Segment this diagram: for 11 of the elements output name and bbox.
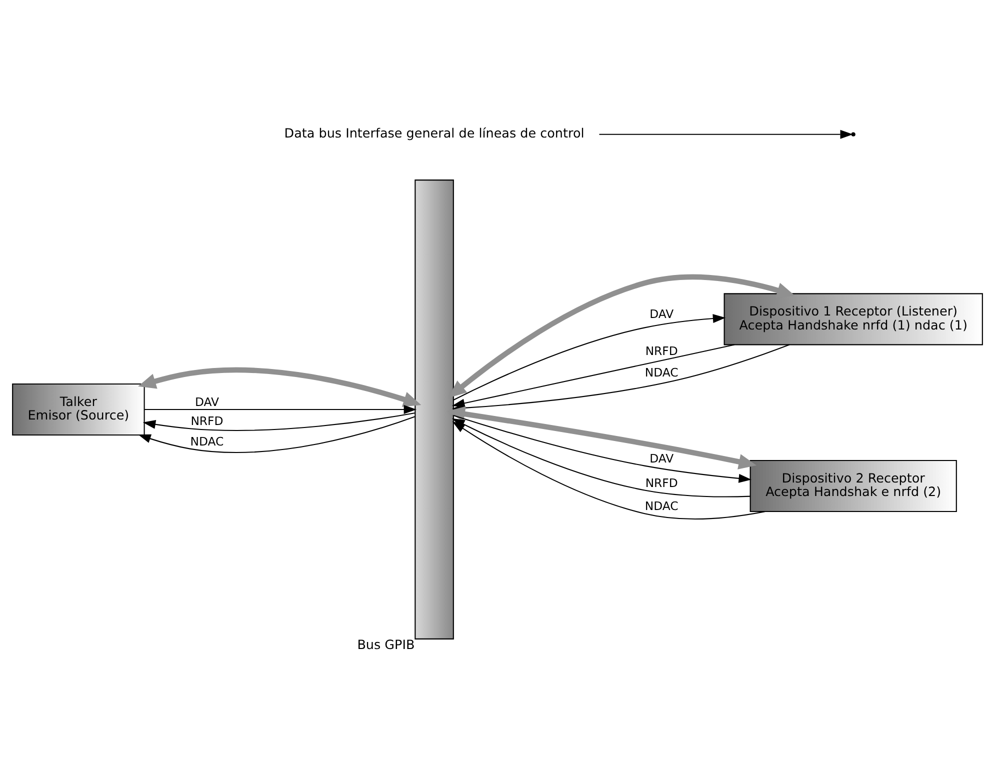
node-label: Bus GPIB	[357, 638, 415, 654]
edge-label: NDAC	[644, 499, 678, 514]
edge-label: DAV	[194, 395, 219, 410]
edge-label: NDAC	[190, 434, 224, 448]
edge-label: NRFD	[190, 414, 224, 428]
node-text: Data bus Interfase general de líneas de control	[284, 126, 584, 142]
edge-label: DAV	[650, 306, 674, 321]
edge-label: NRFD	[645, 344, 678, 358]
edge-label: DAV	[650, 451, 674, 466]
edge-label: NDAC	[644, 365, 678, 380]
edge-label: NRFD	[645, 476, 678, 490]
